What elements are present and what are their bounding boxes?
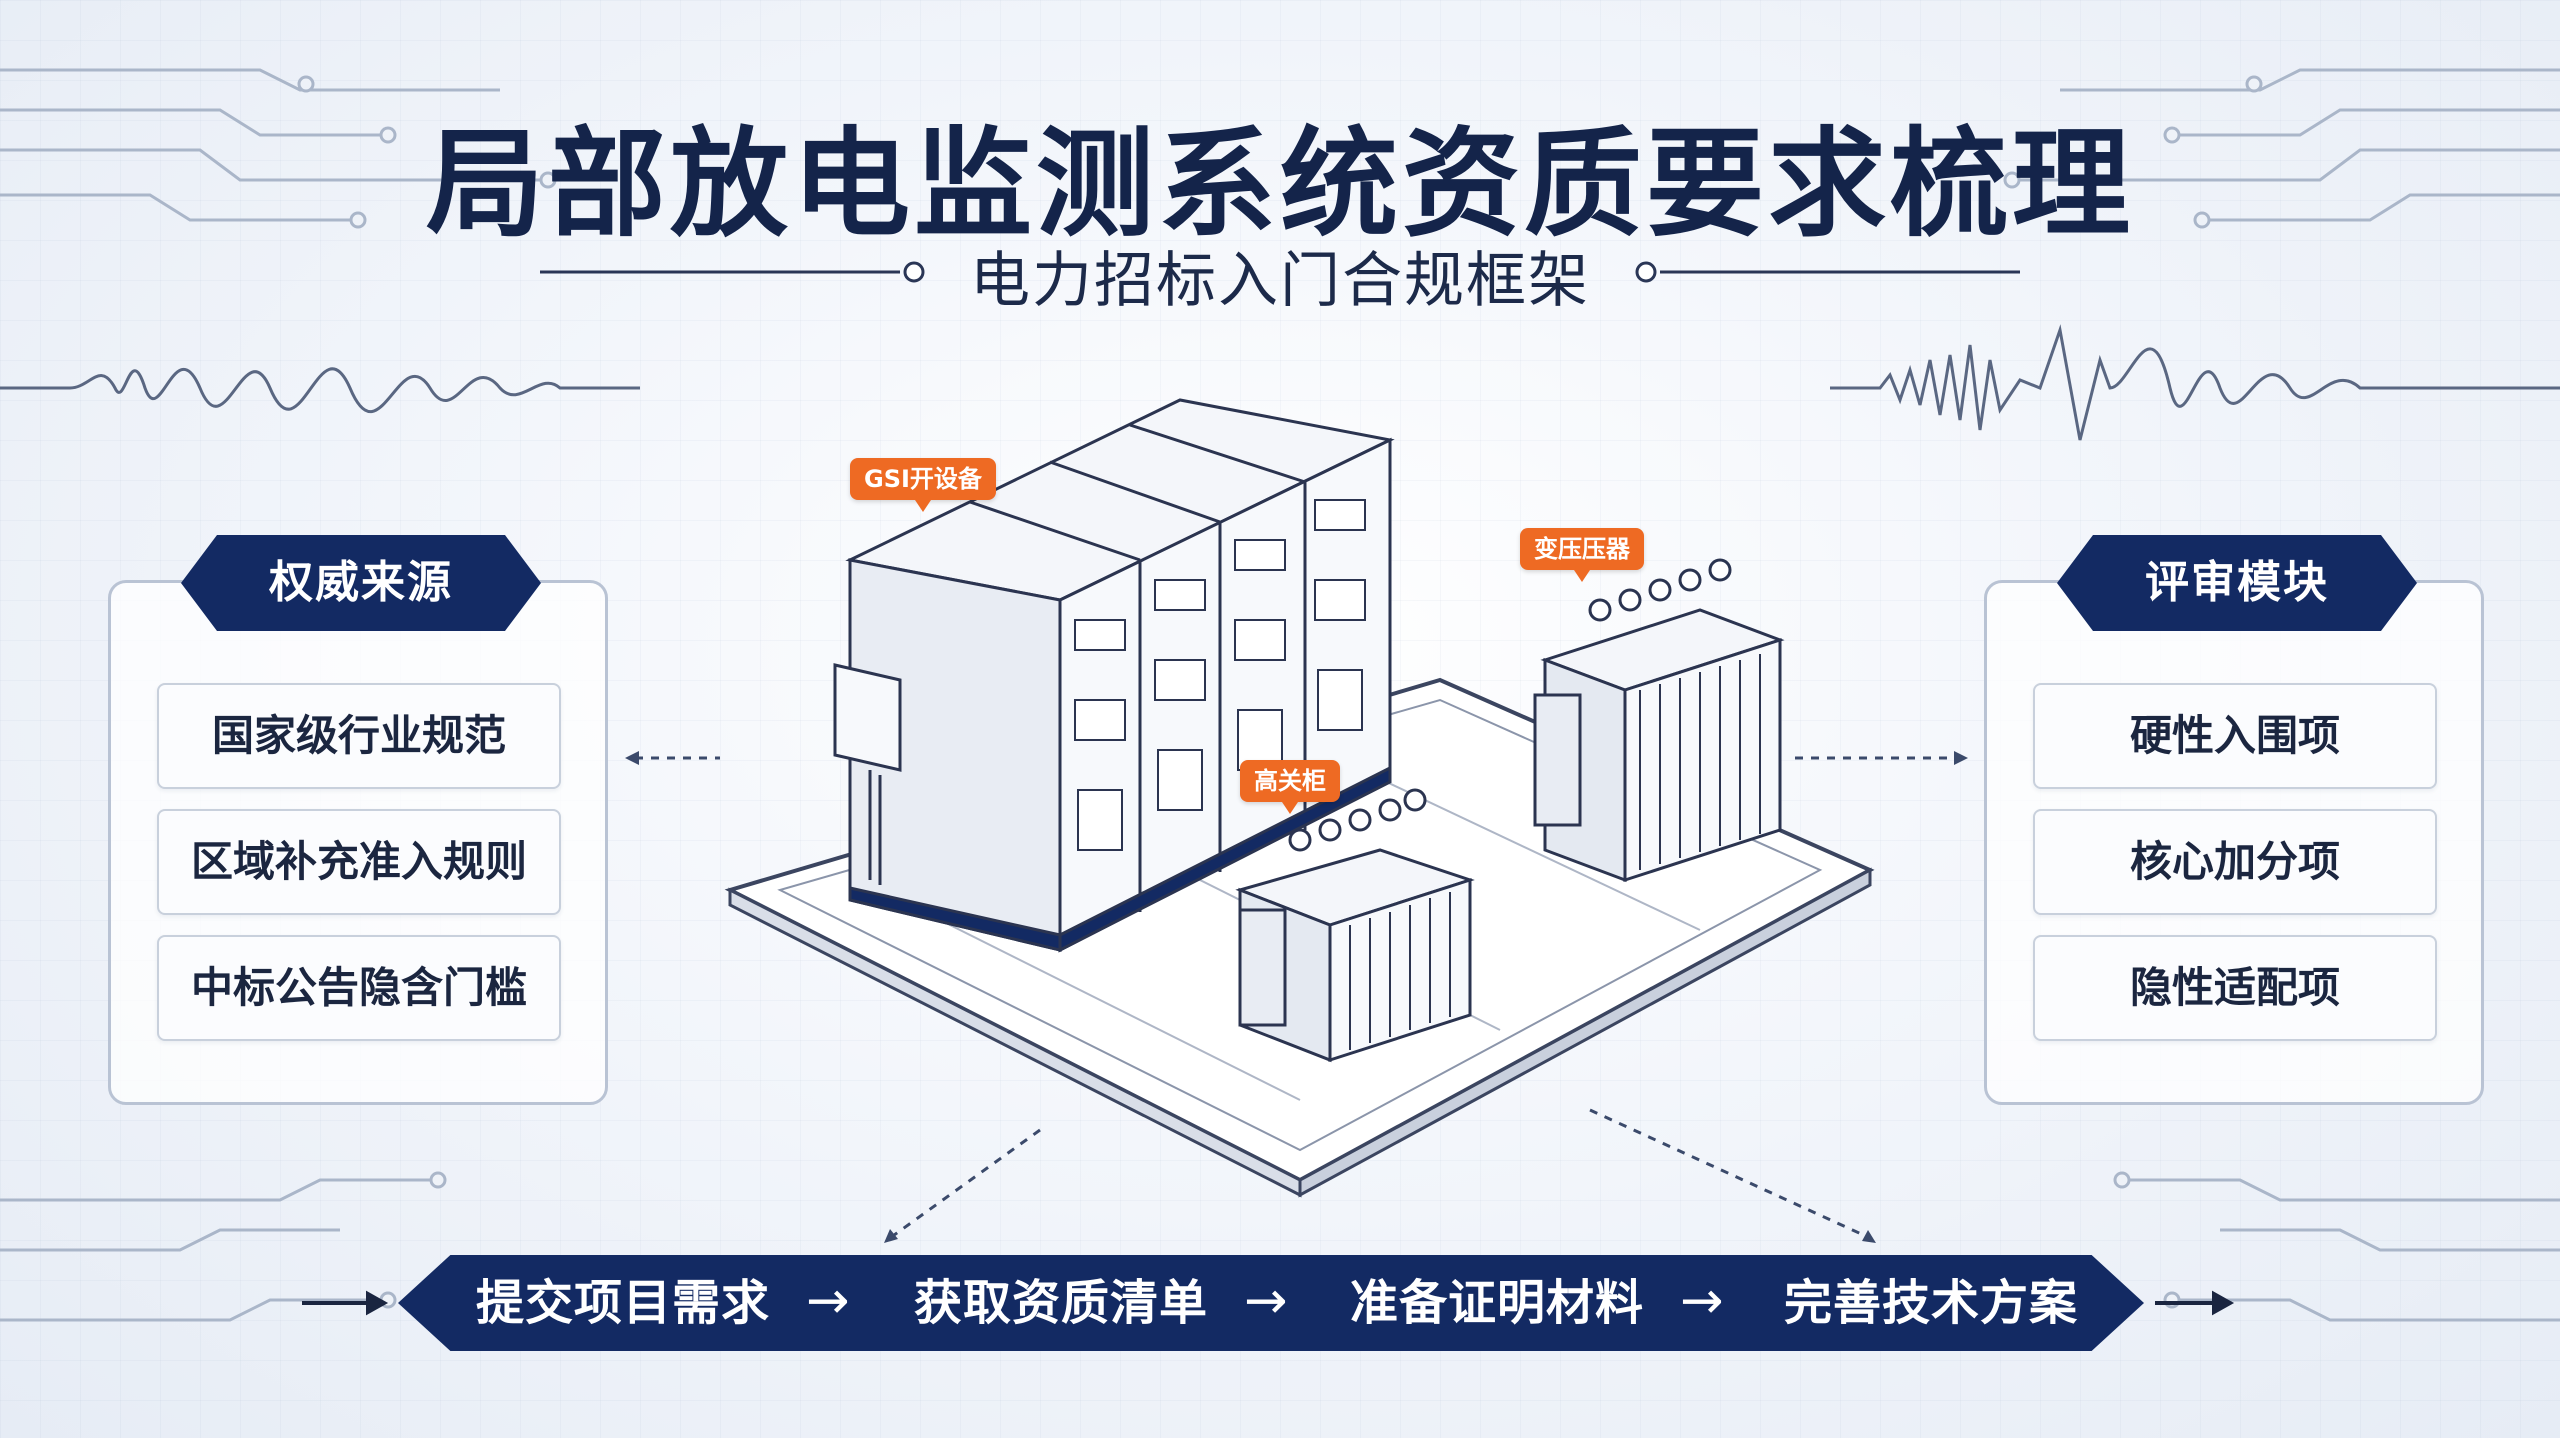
flow-step-obtain: 获取资质清单 <box>914 1275 1209 1331</box>
flow-step-prepare: 准备证明材料 <box>1350 1275 1645 1331</box>
flow-step-submit: 提交项目需求 <box>476 1275 771 1331</box>
page-title: 局部放电监测系统资质要求梳理 <box>425 115 2134 253</box>
source-item-national: 国家级行业规范 <box>157 683 561 789</box>
page-subtitle: 电力招标入门合规框架 <box>970 246 1590 316</box>
transformer-right <box>1533 558 1785 883</box>
transformer-front <box>1235 788 1475 1063</box>
callout-transformer-front: 高关柜 <box>1240 760 1340 814</box>
module-item-core-bonus: 核心加分项 <box>2033 809 2437 915</box>
subtitle-row: 电力招标入门合规框架 <box>0 232 2560 316</box>
flow-arrow-icon: → <box>1244 1271 1288 1331</box>
module-item-implicit: 隐性适配项 <box>2033 935 2437 1041</box>
flow-arrow-icon: → <box>1680 1271 1724 1331</box>
flow-arrow-icon: → <box>806 1271 850 1331</box>
source-item-award-notice: 中标公告隐含门槛 <box>157 935 561 1041</box>
review-modules-header: 评审模块 <box>2057 535 2417 631</box>
review-modules-panel: 评审模块 硬性入围项 核心加分项 隐性适配项 <box>1984 535 2484 1105</box>
callout-transformer-right: 变压压器 <box>1520 528 1644 582</box>
authority-sources-panel: 权威来源 国家级行业规范 区域补充准入规则 中标公告隐含门槛 <box>108 535 608 1105</box>
source-item-regional: 区域补充准入规则 <box>157 809 561 915</box>
process-flow-bar: 提交项目需求 → 获取资质清单 → 准备证明材料 → 完善技术方案 <box>398 1255 2144 1351</box>
callout-switchgear: GSI开设备 <box>850 458 996 512</box>
switchgear-cabinets <box>833 398 1395 953</box>
authority-sources-header: 权威来源 <box>181 535 541 631</box>
module-item-mandatory: 硬性入围项 <box>2033 683 2437 789</box>
flow-step-refine: 完善技术方案 <box>1784 1275 2079 1331</box>
